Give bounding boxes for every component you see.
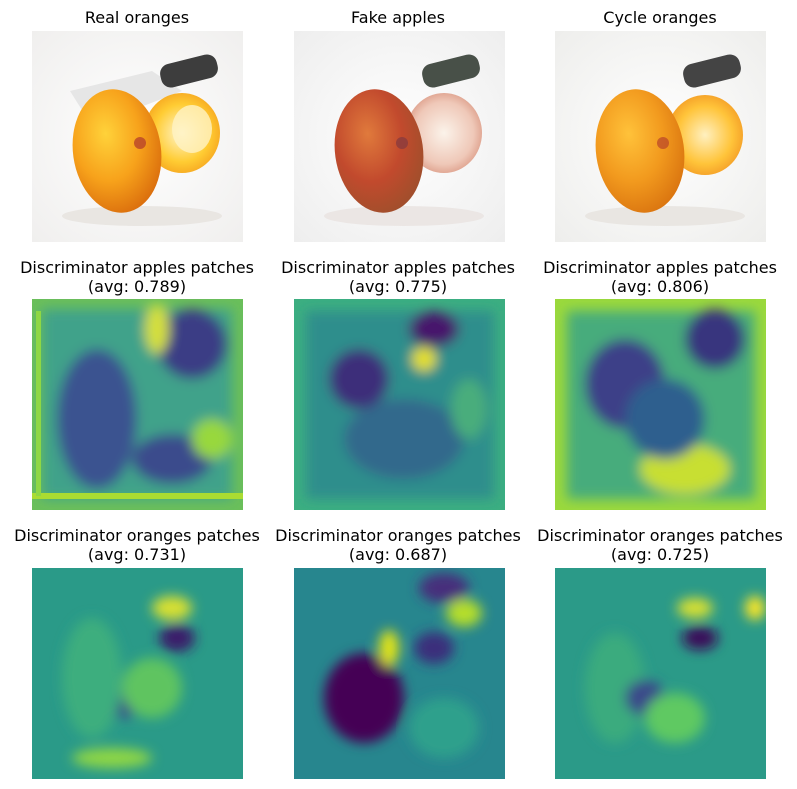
heatmap-image xyxy=(555,299,766,510)
disc-oranges-heatmap-2 xyxy=(294,568,505,779)
title-line-1: Discriminator apples patches xyxy=(543,258,777,277)
fake-apples-image xyxy=(294,31,505,242)
heatmap-image xyxy=(32,299,243,510)
fake-apples-photo xyxy=(294,31,505,242)
title-line-2: (avg: 0.806) xyxy=(610,277,710,296)
title-line-2: (avg: 0.725) xyxy=(610,545,710,564)
cycle-oranges-image xyxy=(555,31,766,242)
title-real-oranges: Real oranges xyxy=(84,8,190,27)
title-disc-apples-3: Discriminator apples patches (avg: 0.806… xyxy=(529,258,791,296)
disc-oranges-heatmap-1 xyxy=(32,568,243,779)
title-line-1: Discriminator oranges patches xyxy=(14,526,260,545)
title-disc-oranges-2: Discriminator oranges patches (avg: 0.68… xyxy=(267,526,529,564)
title-fake-apples: Fake apples xyxy=(351,8,445,27)
real-oranges-image xyxy=(32,31,243,242)
title-disc-apples-1: Discriminator apples patches (avg: 0.789… xyxy=(6,258,268,296)
title-line-1: Discriminator apples patches xyxy=(281,258,515,277)
heatmap-image xyxy=(294,568,505,779)
disc-oranges-heatmap-3 xyxy=(555,568,766,779)
title-line-2: (avg: 0.789) xyxy=(87,277,187,296)
cycle-oranges-photo xyxy=(555,31,766,242)
disc-apples-heatmap-1 xyxy=(32,299,243,510)
title-cycle-oranges: Cycle oranges xyxy=(603,8,717,27)
title-line-2: (avg: 0.731) xyxy=(87,545,187,564)
real-oranges-photo xyxy=(32,31,243,242)
title-disc-oranges-1: Discriminator oranges patches (avg: 0.73… xyxy=(6,526,268,564)
title-line-2: (avg: 0.775) xyxy=(348,277,448,296)
title-line-1: Discriminator oranges patches xyxy=(275,526,521,545)
heatmap-image xyxy=(32,568,243,779)
heatmap-image xyxy=(294,299,505,510)
title-line-1: Discriminator apples patches xyxy=(20,258,254,277)
disc-apples-heatmap-2 xyxy=(294,299,505,510)
title-line-1: Discriminator oranges patches xyxy=(537,526,783,545)
title-line-2: (avg: 0.687) xyxy=(348,545,448,564)
title-disc-apples-2: Discriminator apples patches (avg: 0.775… xyxy=(267,258,529,296)
title-disc-oranges-3: Discriminator oranges patches (avg: 0.72… xyxy=(529,526,791,564)
heatmap-image xyxy=(555,568,766,779)
disc-apples-heatmap-3 xyxy=(555,299,766,510)
